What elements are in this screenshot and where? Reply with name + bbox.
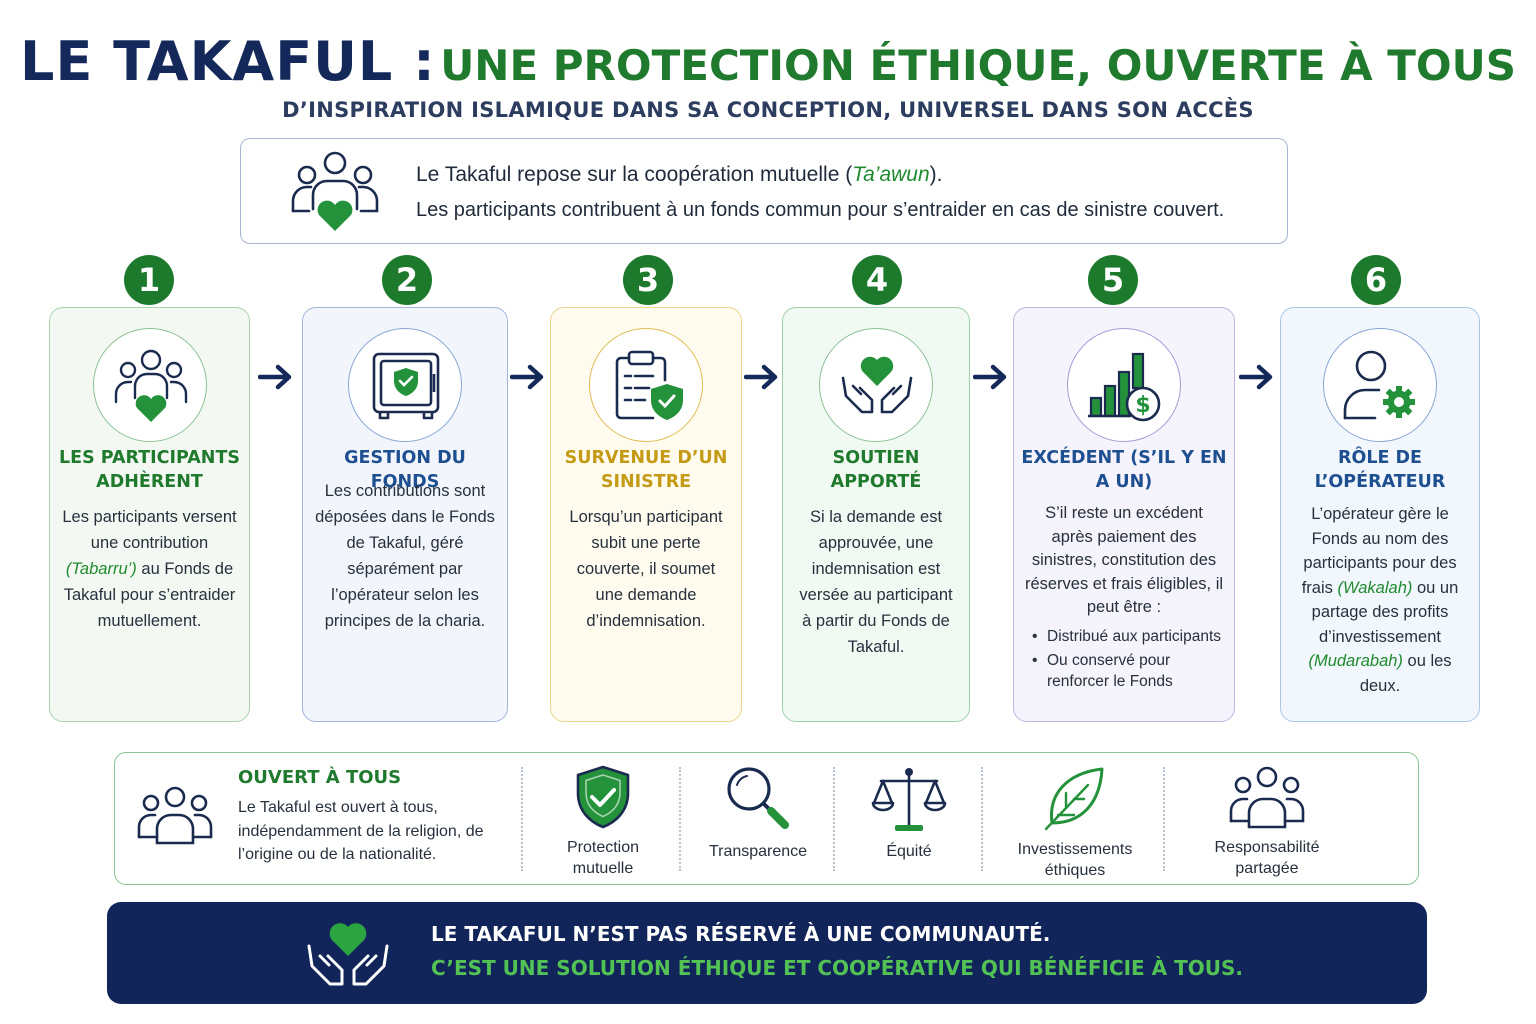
arrow-right-icon [258, 364, 292, 390]
magnifier-icon [727, 767, 789, 829]
step-body-6: L’opérateur gère le Fonds au nom des par… [1301, 505, 1459, 695]
step-body-3: Lorsqu’un participant subit une perte co… [569, 508, 723, 630]
banner-line-2: C’EST UNE SOLUTION ÉTHIQUE ET COOPÉRATIV… [431, 956, 1244, 980]
open-title: OUVERT À TOUS [238, 767, 402, 788]
step-number-5: 5 [1088, 255, 1138, 305]
step-number-4: 4 [852, 255, 902, 305]
conclusion-banner: LE TAKAFUL N’EST PAS RÉSERVÉ À UNE COMMU… [107, 902, 1427, 1004]
hands-heart-icon [307, 923, 389, 986]
scales-icon [871, 768, 947, 831]
step-card-4: SOUTIEN APPORTÉ Si la demande est approu… [782, 307, 970, 722]
people-heart-icon [291, 151, 379, 231]
value-equity: Équité [845, 763, 973, 862]
step-body-4: Si la demande est approuvée, une indemni… [799, 508, 953, 656]
value-protection: Protection mutuelle [535, 763, 671, 879]
step-card-2: GESTION DU FONDS Les contributions sont … [302, 307, 508, 722]
divider [521, 767, 523, 871]
step-body-5: S’il reste un excédent après paiement de… [1024, 504, 1224, 616]
title-part-1: LE TAKAFUL : [20, 30, 436, 93]
value-transparency: Transparence [691, 763, 825, 862]
divider [981, 767, 983, 871]
banner-line-1: LE TAKAFUL N’EST PAS RÉSERVÉ À UNE COMMU… [431, 922, 1051, 946]
list-item: Ou conservé pour renforcer le Fonds [1032, 650, 1226, 692]
title-part-2: UNE PROTECTION ÉTHIQUE, OUVERTE À TOUS [440, 41, 1516, 90]
intro-box: Le Takaful repose sur la coopération mut… [240, 138, 1288, 244]
shield-check-icon [576, 765, 630, 829]
people-group-icon [1229, 766, 1305, 829]
open-text: Le Takaful est ouvert à tous, indépendam… [238, 799, 484, 863]
clipboard-shield-icon [615, 350, 683, 420]
people-heart-icon [114, 349, 187, 422]
arrow-right-icon [744, 364, 778, 390]
bar-chart-dollar-icon: $ [1088, 352, 1161, 422]
safe-icon [372, 352, 440, 420]
step-title-2: GESTION DU FONDS [344, 448, 466, 492]
divider [833, 767, 835, 871]
step-body-2: Les contributions sont déposées dans le … [315, 482, 495, 630]
step-number-2: 2 [382, 255, 432, 305]
open-to-all-panel: OUVERT À TOUS Le Takaful est ouvert à to… [114, 752, 1419, 885]
step-title-5: EXCÉDENT (S’IL Y EN A UN) [1021, 448, 1227, 492]
intro-line-1: Le Takaful repose sur la coopération mut… [416, 163, 943, 186]
arrow-right-icon [973, 364, 1007, 390]
step-number-3: 3 [623, 255, 673, 305]
step-card-1: LES PARTICIPANTS ADHÈRENT Les participan… [49, 307, 250, 722]
list-item: Distribué aux participants [1032, 626, 1226, 647]
page-subtitle: D’INSPIRATION ISLAMIQUE DANS SA CONCEPTI… [282, 98, 1254, 122]
step-card-3: SURVENUE D’UN SINISTRE Lorsqu’un partici… [550, 307, 742, 722]
user-gear-icon [1343, 350, 1415, 420]
divider [1163, 767, 1165, 871]
step-card-6: RÔLE DE L’OPÉRATEUR L’opérateur gère le … [1280, 307, 1480, 722]
intro-term: Ta’awun [852, 163, 930, 186]
step-title-6: RÔLE DE L’OPÉRATEUR [1314, 448, 1446, 492]
svg-text:$: $ [1135, 393, 1150, 418]
intro-line-2: Les participants contribuent à un fonds … [416, 199, 1225, 221]
hands-heart-icon [841, 356, 913, 414]
step-number-6: 6 [1351, 255, 1401, 305]
people-group-icon [137, 786, 213, 845]
step-title-4: SOUTIEN APPORTÉ [830, 448, 922, 492]
page-title: LE TAKAFUL : UNE PROTECTION ÉTHIQUE, OUV… [0, 30, 1536, 93]
value-shared-responsibility: Responsabilité partagée [1187, 763, 1347, 879]
step-number-1: 1 [124, 255, 174, 305]
step-title-3: SURVENUE D’UN SINISTRE [564, 448, 728, 492]
arrow-right-icon [510, 364, 544, 390]
value-ethical-investments: Investissements éthiques [995, 763, 1155, 881]
leaf-icon [1044, 767, 1104, 831]
arrow-right-icon [1239, 364, 1273, 390]
step-title-1: LES PARTICIPANTS ADHÈRENT [58, 448, 240, 492]
step-body-1: Les participants versent une contributio… [62, 508, 237, 630]
step-5-bullets: Distribué aux participants Ou conservé p… [1032, 626, 1226, 695]
divider [679, 767, 681, 871]
step-card-5: $ EXCÉDENT (S’IL Y EN A UN) S’il reste u… [1013, 307, 1235, 722]
